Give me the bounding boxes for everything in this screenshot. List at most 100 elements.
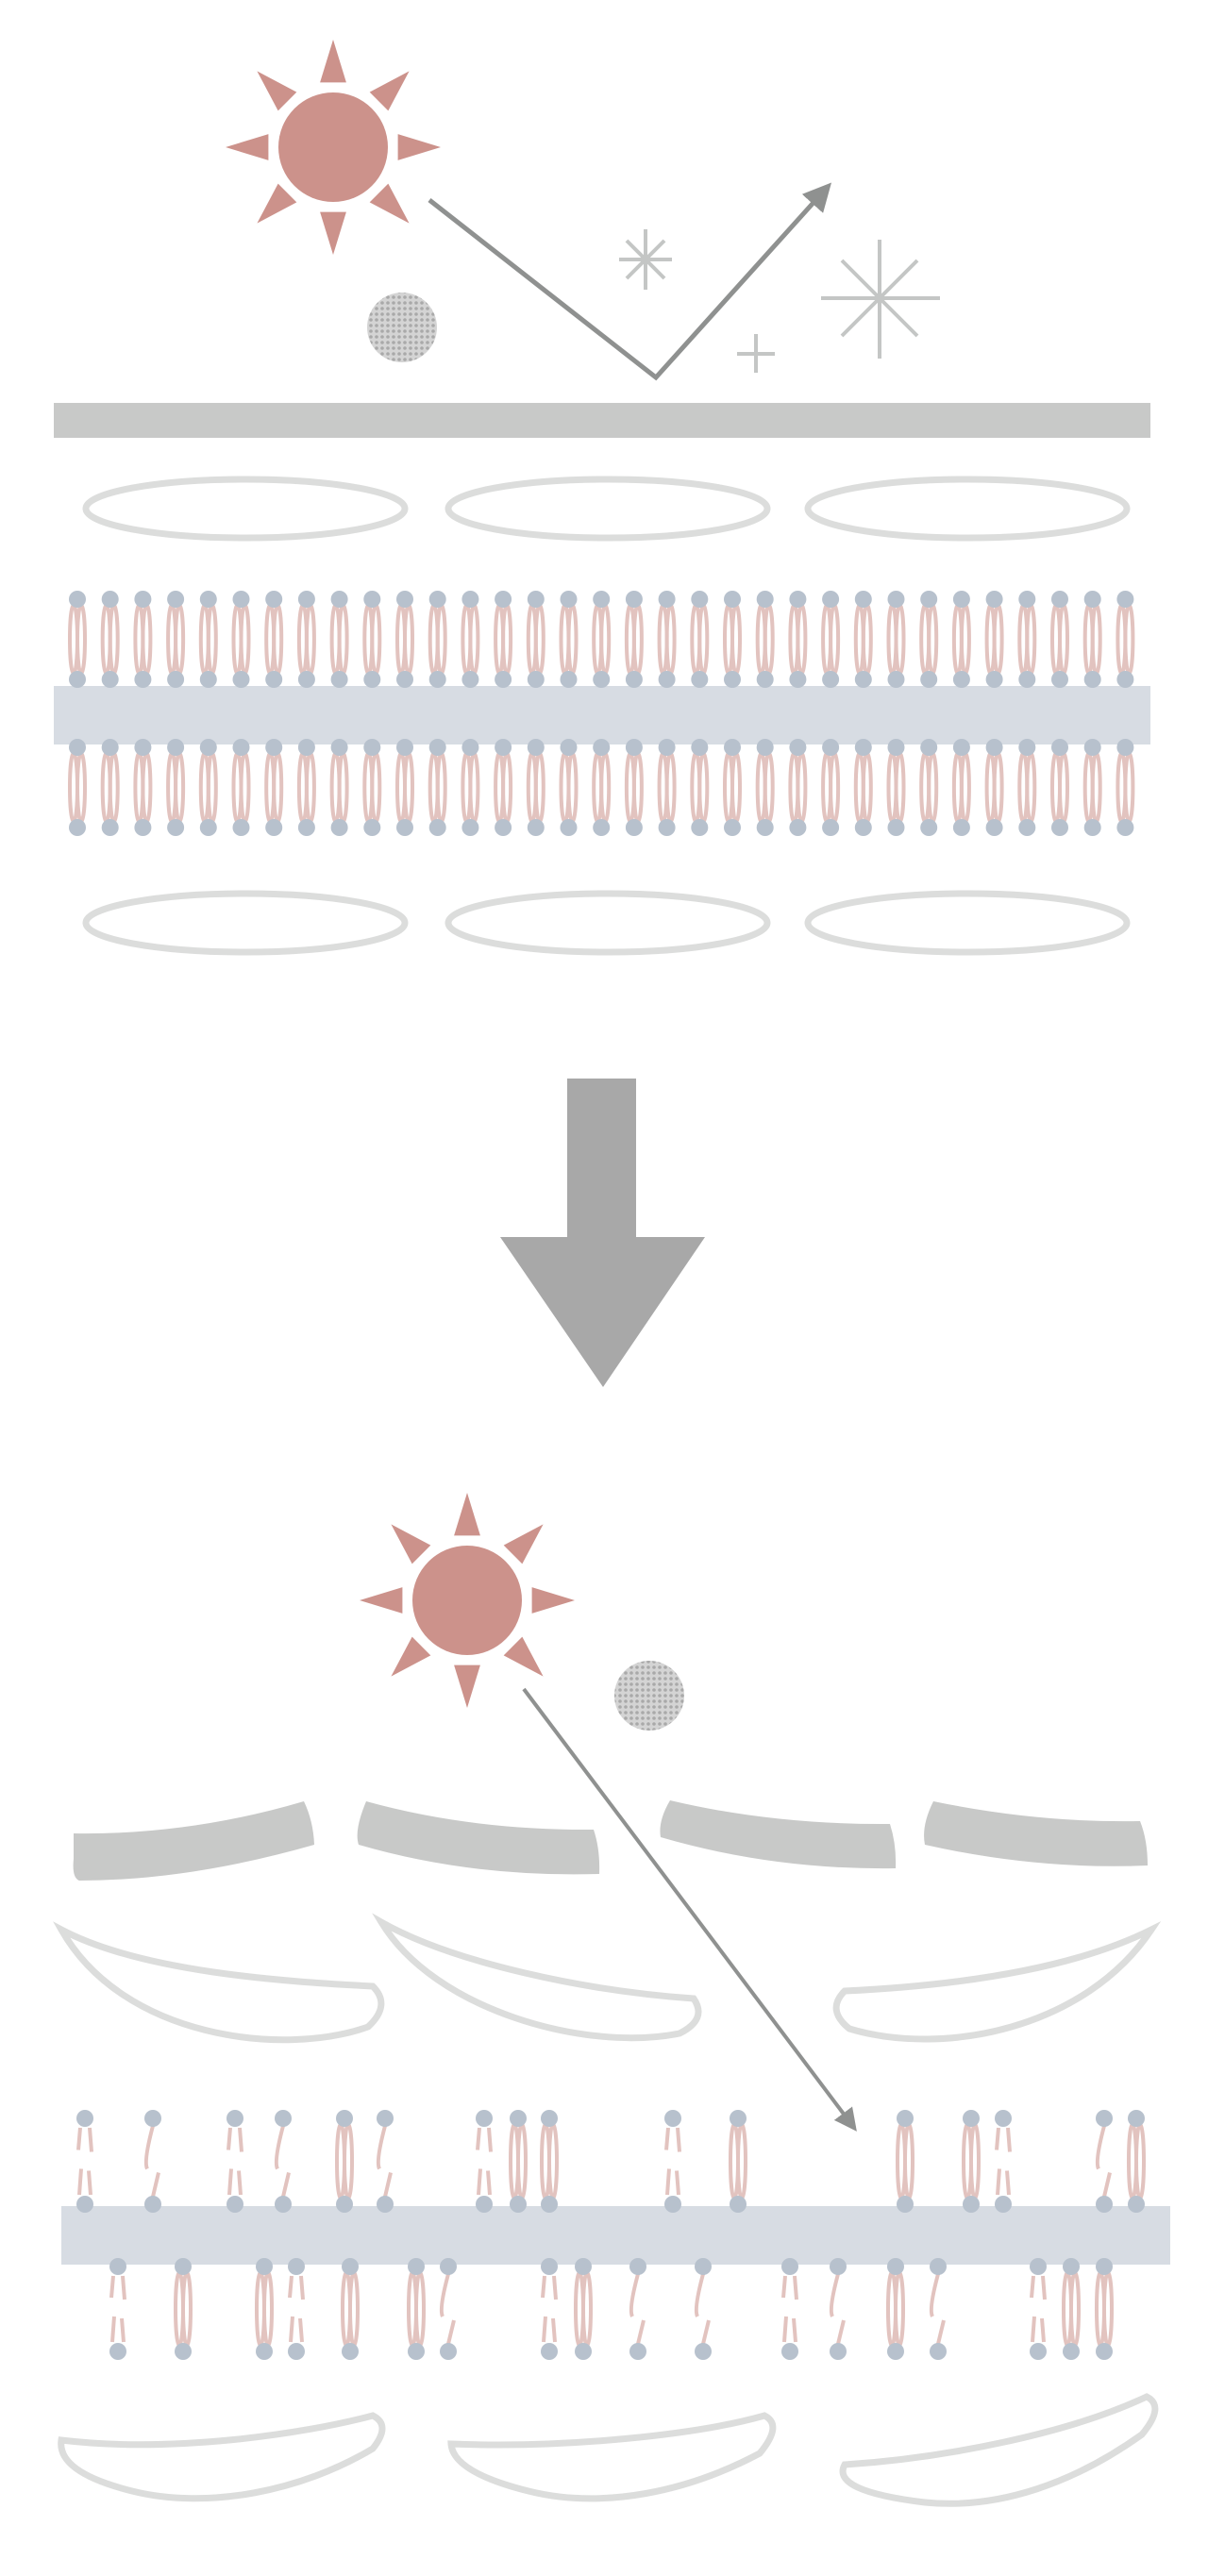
- cell-row-lower-damaged: [58, 2393, 1159, 2507]
- lipid-tail-broken: [109, 2275, 126, 2343]
- particle-icon: [614, 1661, 684, 1731]
- lipid-head: [363, 819, 381, 836]
- sun-ray: [360, 1587, 403, 1614]
- lipid-molecule: [76, 2110, 93, 2213]
- lipid-head: [593, 591, 611, 608]
- lipid-tail-broken: [1030, 2275, 1047, 2343]
- lipid-head: [175, 2343, 192, 2360]
- lipid-molecule: [264, 591, 284, 688]
- damaged-barrier-fragments: [73, 1800, 1148, 1881]
- lipid-tail: [239, 603, 251, 676]
- lipid-head: [408, 2258, 425, 2275]
- lipid-head: [658, 819, 676, 836]
- lipid-tail: [343, 2122, 354, 2200]
- lipid-molecule: [886, 2258, 905, 2360]
- lipid-tail: [348, 2270, 360, 2348]
- lipid-head: [1083, 671, 1101, 688]
- lipid-tail: [1025, 603, 1037, 676]
- lipid-head: [476, 2110, 493, 2127]
- cell-row-lower: [82, 890, 1131, 956]
- lipid-head: [724, 739, 741, 756]
- lipid-tail: [1090, 603, 1102, 676]
- lipid-tail: [992, 603, 1004, 676]
- sun-ray: [391, 1524, 431, 1564]
- lipid-tail: [108, 751, 120, 824]
- lipid-head: [629, 2258, 646, 2275]
- lipid-head: [887, 819, 905, 836]
- cell-row-upper-damaged: [53, 1913, 1162, 2044]
- lipid-molecule: [143, 2110, 161, 2213]
- lipid-molecule: [395, 591, 414, 688]
- lipid-head: [854, 671, 872, 688]
- lipid-molecule: [231, 591, 251, 688]
- lipid-molecule: [362, 739, 382, 836]
- lipid-molecule: [755, 591, 775, 688]
- lipid-head: [396, 671, 413, 688]
- lipid-head: [952, 819, 970, 836]
- lipid-head: [781, 2258, 798, 2275]
- lipid-molecule: [476, 2110, 493, 2213]
- lipid-molecule: [690, 591, 710, 688]
- lipid-tail: [796, 751, 808, 824]
- lipid-tail: [547, 2122, 559, 2200]
- lipid-molecule: [951, 591, 971, 688]
- lipid-tail: [533, 751, 545, 824]
- lipid-tail: [664, 603, 677, 676]
- lipid-tail: [581, 2270, 593, 2348]
- lipid-molecule: [133, 739, 153, 836]
- lipid-head: [199, 591, 217, 608]
- lipid-head: [985, 671, 1003, 688]
- lipid-tail: [337, 751, 349, 824]
- lipid-molecule: [68, 739, 87, 836]
- lipid-head: [560, 819, 578, 836]
- lipid-molecule: [1017, 591, 1037, 688]
- lipid-molecule: [174, 2258, 193, 2360]
- lipid-head: [175, 2258, 192, 2275]
- lipid-tail: [403, 751, 414, 824]
- lipid-tail: [599, 603, 612, 676]
- lipid-head: [428, 591, 446, 608]
- lipid-tail: [403, 603, 414, 676]
- lipid-head: [691, 671, 709, 688]
- lipid-molecule: [853, 739, 873, 836]
- lipid-head: [930, 2343, 947, 2360]
- lipid-tail-broken: [694, 2273, 711, 2345]
- lipid-molecule: [886, 739, 906, 836]
- lipid-molecule: [788, 591, 808, 688]
- lipid-molecule: [198, 591, 218, 688]
- lipid-head: [101, 819, 119, 836]
- lipid-head: [887, 591, 905, 608]
- lipid-molecule: [1127, 2110, 1146, 2213]
- lipid-head: [510, 2196, 527, 2213]
- lipid-head: [101, 591, 119, 608]
- lipid-tail-broken: [76, 2127, 93, 2196]
- lipid-head: [724, 591, 741, 608]
- lipid-head: [330, 739, 348, 756]
- lipid-tail: [468, 603, 480, 676]
- lipid-tail-broken: [439, 2273, 456, 2345]
- lipid-head: [1116, 739, 1134, 756]
- lipid-molecule: [664, 2110, 681, 2213]
- lipid-head: [1083, 739, 1101, 756]
- lipid-head: [527, 819, 545, 836]
- lipid-head: [428, 671, 446, 688]
- lipid-tail: [370, 751, 382, 824]
- lipid-head: [691, 591, 709, 608]
- lipid-molecule: [100, 739, 120, 836]
- lipid-molecule: [624, 591, 644, 688]
- lipid-head: [199, 739, 217, 756]
- lipid-molecule: [592, 739, 612, 836]
- plus-sparkle-icon: [737, 334, 775, 373]
- lipid-molecule: [962, 2110, 981, 2213]
- lipid-tail: [1069, 2270, 1081, 2348]
- lipid-tail: [262, 2270, 274, 2348]
- lipid-head: [109, 2343, 126, 2360]
- lipid-molecule: [781, 2258, 798, 2360]
- lipid-molecule: [255, 2258, 274, 2360]
- lipid-head: [952, 739, 970, 756]
- lipid-head: [730, 2110, 747, 2127]
- lipid-molecule: [1116, 739, 1135, 836]
- lipid-head: [527, 671, 545, 688]
- lipid-tail: [927, 603, 939, 676]
- lipid-head: [541, 2258, 558, 2275]
